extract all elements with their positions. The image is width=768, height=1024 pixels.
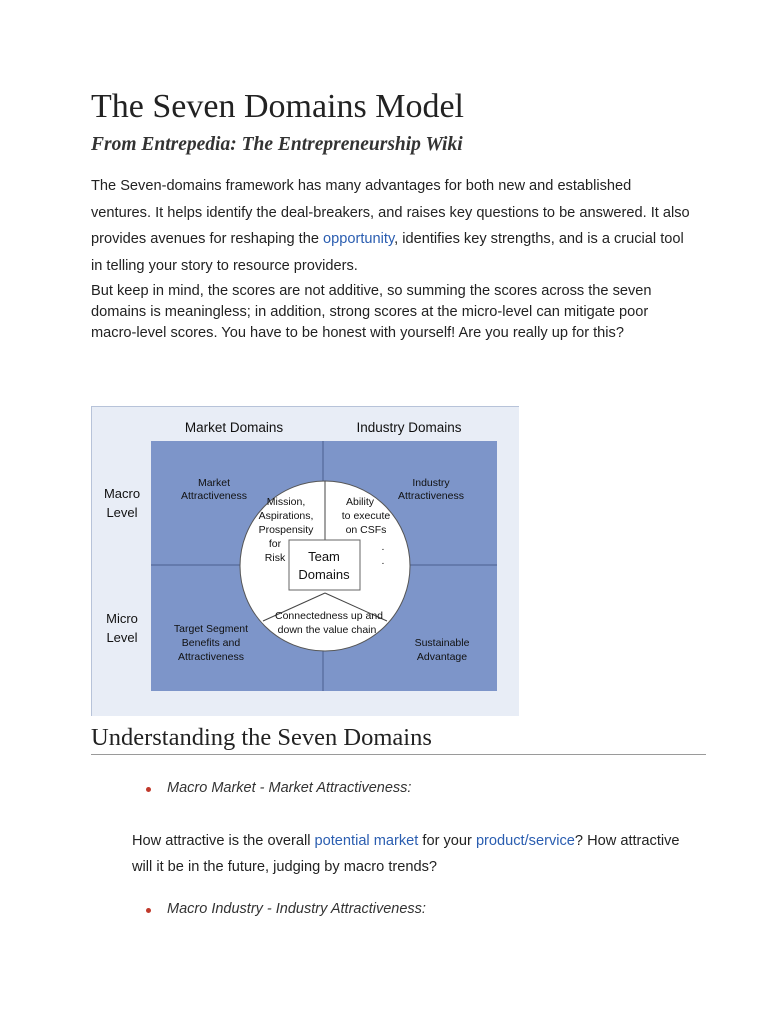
- p3-text-after: ? How attractive will it be in the futur…: [132, 833, 680, 875]
- circle-divider-left: [262, 592, 326, 622]
- bullet-macro-industry-text: Macro Industry - Industry Attractiveness…: [167, 901, 426, 917]
- circle-bottom-line1: Connectedness up and: [275, 610, 383, 622]
- bullet-dot: [146, 786, 151, 792]
- header-market-domains: Market Domains: [185, 420, 284, 435]
- caveat-paragraph: But keep in mind, the scores are not add…: [91, 283, 652, 341]
- bullet-dot: [146, 907, 151, 913]
- cell-bl-line2: Benefits and: [182, 637, 241, 649]
- team-domains-line2: Domains: [298, 567, 350, 582]
- circle-bottom-line2: down the value chain: [278, 624, 377, 636]
- circle-right-line1: Ability: [346, 496, 375, 508]
- team-domains-line1: Team: [308, 549, 340, 564]
- header-industry-domains: Industry Domains: [356, 420, 461, 435]
- cell-tr-line1: Industry: [412, 477, 450, 489]
- page-subtitle: From Entrepedia: The Entrepreneurship Wi…: [91, 134, 463, 155]
- cell-br-line2: Advantage: [417, 651, 467, 663]
- cell-tr-line2: Attractiveness: [398, 490, 464, 502]
- row-label-macro-2: Level: [106, 505, 137, 520]
- circle-divider-right: [324, 592, 388, 622]
- row-label-micro-2: Level: [106, 630, 137, 645]
- circle-right-line3: on CSFs: [346, 524, 387, 536]
- bullet-macro-market-text: Macro Market - Market Attractiveness:: [167, 780, 412, 796]
- opportunity-link[interactable]: opportunity: [323, 231, 395, 247]
- row-label-micro-1: Micro: [106, 611, 138, 626]
- product-service-link[interactable]: product/service: [475, 833, 575, 849]
- circle-left-line3: Prospensity: [259, 524, 315, 536]
- section-heading: Understanding the Seven Domains: [91, 724, 706, 755]
- circle-right-dot2: .: [382, 555, 385, 567]
- cell-bl-line1: Target Segment: [174, 623, 248, 635]
- bullet-macro-market: Macro Market - Market Attractiveness:: [146, 780, 411, 796]
- circle-right-dot1: .: [382, 541, 385, 553]
- circle-right-line2: to execute: [342, 510, 391, 522]
- circle-left-line5: Risk: [265, 552, 286, 564]
- page-title: The Seven Domains Model: [91, 88, 464, 125]
- intro-text-after: , identifies key strengths, and is a cru…: [91, 231, 684, 274]
- team-domains-box: [288, 539, 361, 591]
- p3-text-middle: for your: [418, 833, 476, 849]
- cell-br-line1: Sustainable: [415, 637, 470, 649]
- circle-left-line2: Aspirations,: [259, 510, 314, 522]
- potential-market-link[interactable]: potential market: [314, 833, 419, 849]
- cell-tl-line2: Attractiveness: [181, 490, 247, 502]
- row-label-macro-1: Macro: [104, 486, 140, 501]
- cell-tl-line1: Market: [198, 477, 230, 489]
- p3-text-before: How attractive is the overall: [132, 833, 315, 849]
- circle-left-line4: for: [269, 538, 282, 550]
- bullet-macro-industry: Macro Industry - Industry Attractiveness…: [146, 901, 426, 917]
- circle-left-line1: Mission,: [267, 496, 306, 508]
- intro-text-before: The Seven-domains framework has many adv…: [91, 178, 690, 247]
- diagram-canvas: Market Domains Industry Domains Macro Le…: [104, 420, 497, 691]
- cell-bl-line3: Attractiveness: [178, 651, 244, 663]
- macro-market-paragraph: How attractive is the overall potential …: [132, 828, 692, 880]
- seven-domains-diagram: Market Domains Industry Domains Macro Le…: [91, 406, 519, 716]
- intro-paragraph: The Seven-domains framework has many adv…: [91, 173, 691, 279]
